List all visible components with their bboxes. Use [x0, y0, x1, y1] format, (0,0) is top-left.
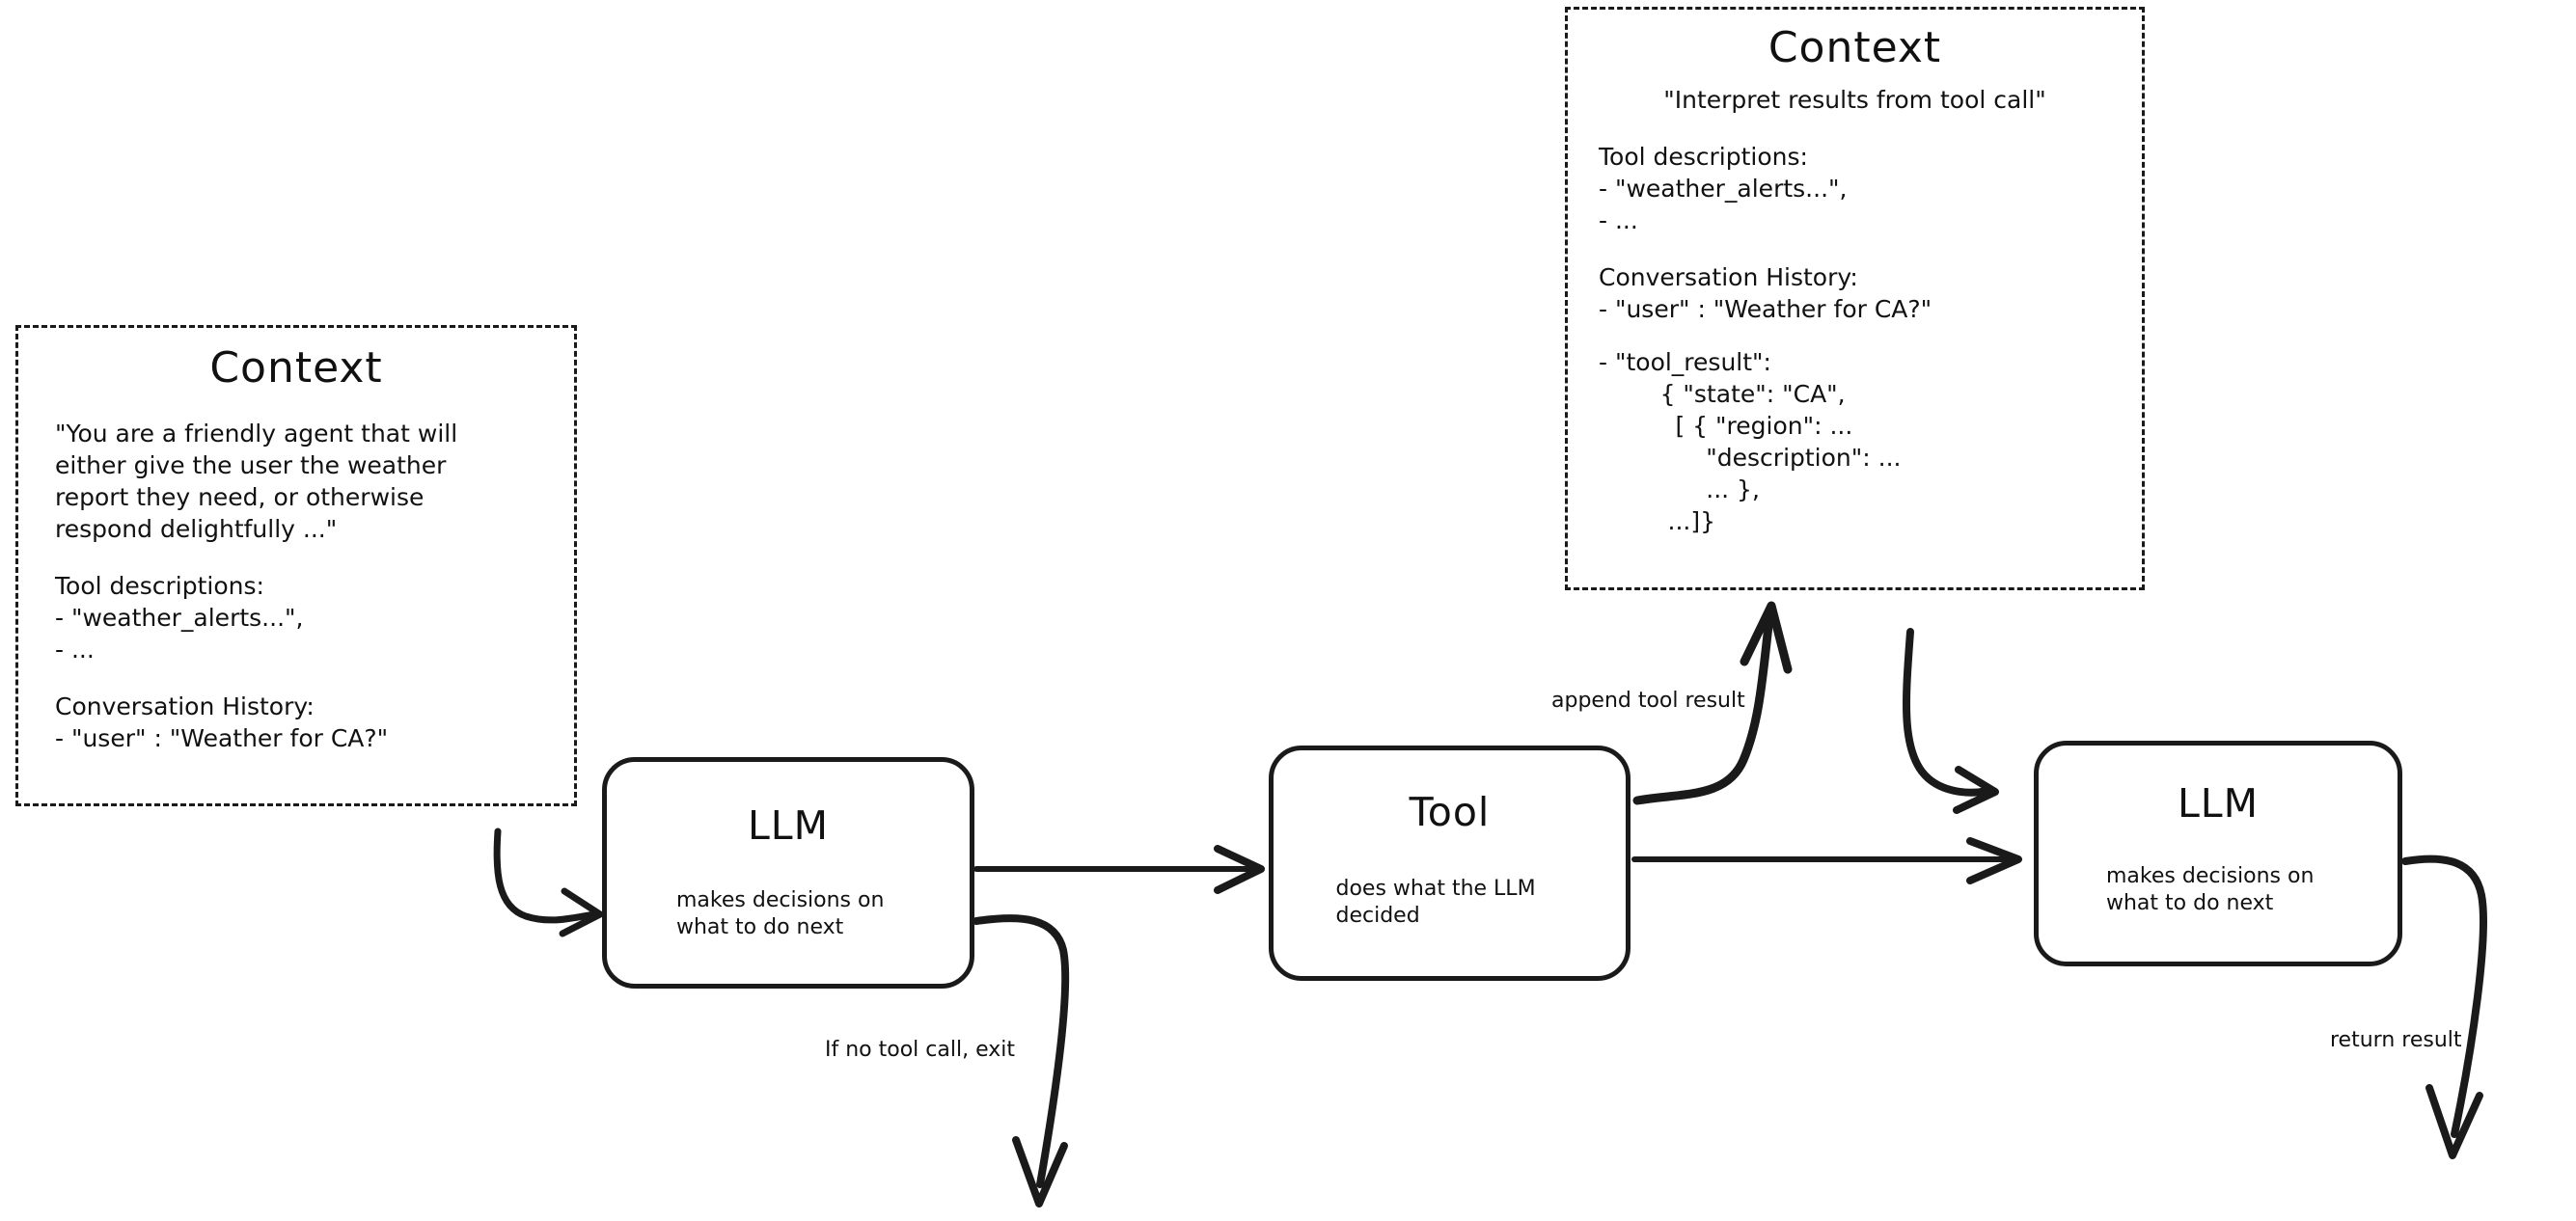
- context-left-tool-descriptions: - "weather_alerts...", - ...: [55, 604, 304, 664]
- node-llm-second-title: LLM: [2177, 780, 2260, 827]
- arrow-context-left-to-llm: [493, 828, 604, 937]
- context-right-system-prompt: "Interpret results from tool call": [1663, 86, 2046, 114]
- node-llm-second-subtitle: makes decisions on what to do next: [2106, 864, 2315, 916]
- node-tool-subtitle: does what the LLM decided: [1335, 877, 1536, 929]
- context-left-tool-descriptions-heading: Tool descriptions:: [55, 572, 264, 600]
- context-right-tool-descriptions-heading: Tool descriptions:: [1599, 143, 1808, 171]
- node-llm-second[interactable]: LLM makes decisions on what to do next: [2034, 741, 2402, 966]
- edge-label-return-result: return result: [2330, 1028, 2462, 1052]
- arrow-tool-to-llm2: [1631, 837, 2022, 884]
- node-tool-title: Tool: [1409, 789, 1491, 835]
- context-box-right: Context "Interpret results from tool cal…: [1565, 7, 2145, 590]
- context-right-title: Context: [1768, 23, 1942, 72]
- context-right-tool-descriptions: - "weather_alerts...", - ...: [1599, 175, 1848, 234]
- context-left-title: Context: [209, 343, 383, 393]
- context-left-conversation-heading: Conversation History:: [55, 692, 315, 720]
- node-llm-first[interactable]: LLM makes decisions on what to do next: [602, 757, 974, 989]
- context-right-tool-result: - "tool_result": { "state": "CA", [ { "r…: [1599, 348, 1902, 535]
- context-right-conversation-heading: Conversation History:: [1599, 263, 1858, 291]
- context-left-system-prompt: "You are a friendly agent that will eith…: [55, 420, 458, 543]
- arrow-llm-to-tool: [973, 845, 1265, 894]
- arrow-return-result: [2401, 855, 2487, 1159]
- context-left-conversation: - "user" : "Weather for CA?": [55, 724, 389, 752]
- context-right-conversation: - "user" : "Weather for CA?": [1599, 295, 1932, 323]
- arrow-context-right-to-llm2: [1903, 628, 1999, 814]
- context-box-left: Context "You are a friendly agent that w…: [15, 325, 577, 806]
- edge-label-append-tool-result: append tool result: [1551, 689, 1745, 713]
- node-llm-first-title: LLM: [747, 802, 830, 849]
- edge-label-exit: If no tool call, exit: [825, 1038, 1015, 1062]
- node-llm-first-subtitle: makes decisions on what to do next: [676, 888, 885, 940]
- node-tool[interactable]: Tool does what the LLM decided: [1269, 746, 1631, 981]
